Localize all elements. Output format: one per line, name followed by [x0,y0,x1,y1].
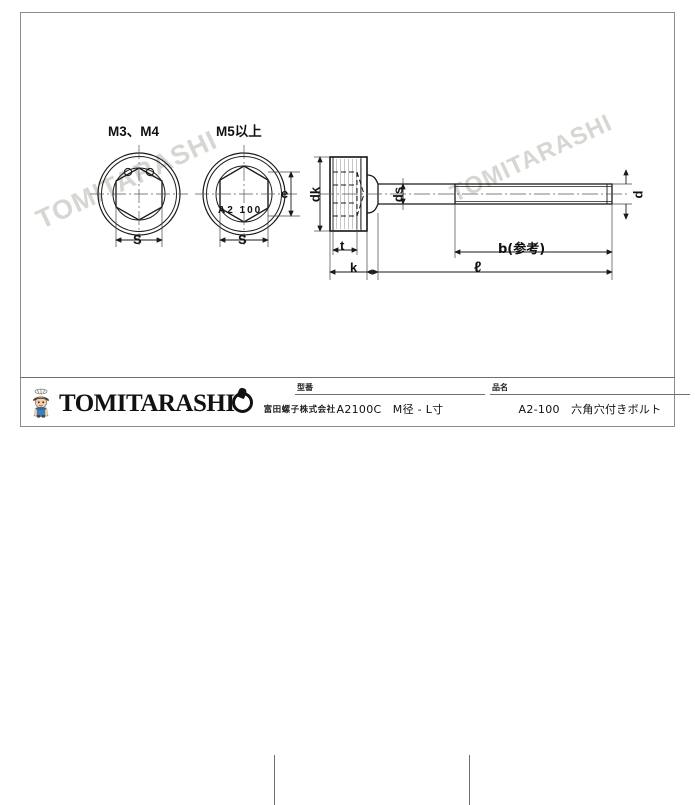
drawing-sheet: TOMITARASHI TOMITARASHI [0,0,695,449]
field-label-model: 型番 [297,383,313,392]
field-label-product: 品名 [492,383,508,392]
title-block: TOMITARASHI 富田螺子株式会社 型番 A2100C M径 - L寸 品… [20,377,690,805]
view-title-m5: M5以上 [216,124,262,139]
field-value-model: A2100C M径 - L寸 [336,403,444,416]
head-view-m3m4 [90,145,188,247]
title-block-divider [274,755,275,805]
dim-label-b: b(参考) [498,242,546,257]
brand-text: TOMITARASHI [59,389,235,417]
title-block-divider [469,755,470,805]
company-logo: TOMITARASHI 富田螺子株式会社 [28,386,336,420]
dim-label-e: e [281,186,289,201]
dim-label-s-right: S [238,232,247,247]
mascot-icon [28,388,54,418]
view-title-m3m4: M3、M4 [108,124,160,139]
dim-label-l: ℓ [474,259,482,276]
company-name-jp: 富田螺子株式会社 [263,405,336,415]
dim-label-s-left: S [133,232,142,247]
dim-label-t: t [340,238,345,253]
field-rule [490,394,690,395]
field-model-number: 型番 A2100C M径 - L寸 [295,382,485,424]
dim-label-d: d [630,190,646,199]
field-product-name: 品名 A2-100 六角穴付きボルト [490,382,690,424]
brand-wordmark: TOMITARASHI [59,391,253,416]
head-marking-text: A2 100 [218,205,263,216]
dim-label-dk: dk [307,186,323,203]
dim-label-ds: ds [390,186,406,203]
field-rule [295,394,485,395]
head-view-m5 [195,145,300,247]
drawing-linework [90,145,632,280]
side-view-bolt [314,156,632,280]
drawing-frame-border [20,12,675,427]
field-value-product: A2-100 六角穴付きボルト [518,403,662,416]
dim-label-k: k [350,260,358,275]
brand-acorn-icon [231,391,253,413]
